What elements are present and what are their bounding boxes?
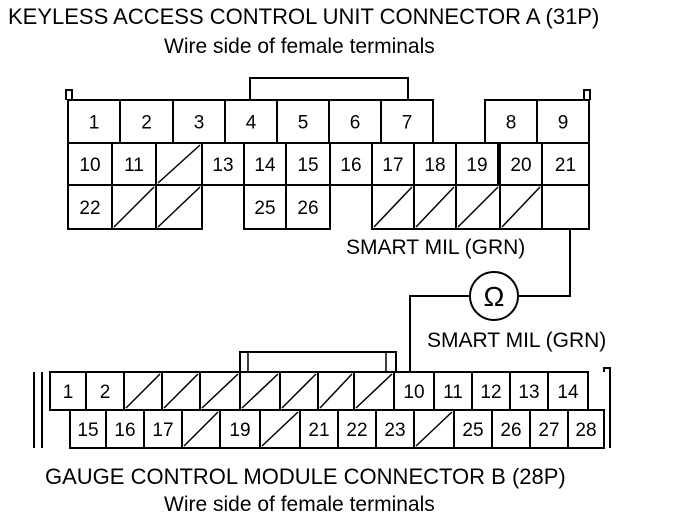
terminal-number: 2 xyxy=(100,382,111,403)
terminal-number: 26 xyxy=(297,198,318,219)
connector-outlines xyxy=(33,77,611,448)
terminal-cell xyxy=(155,184,203,230)
terminal-number: 7 xyxy=(402,113,413,134)
terminal-number: 1 xyxy=(89,113,100,134)
unused-terminal-slash xyxy=(501,186,541,228)
terminal-number: 14 xyxy=(254,155,276,176)
terminal-number: 27 xyxy=(538,420,559,441)
terminal-cell xyxy=(567,409,605,449)
connector-b-lock-tab xyxy=(239,351,397,372)
terminal-number: 17 xyxy=(382,155,403,176)
terminal-number: 1 xyxy=(63,382,74,403)
smart-mil-wire xyxy=(409,229,571,372)
wire-label-bottom: SMART MIL (GRN) xyxy=(427,329,607,352)
unused-terminal-slash xyxy=(163,373,199,409)
terminal-number: 17 xyxy=(152,420,173,441)
terminal-number: 21 xyxy=(308,420,329,441)
connector-b-right-wall xyxy=(603,367,611,448)
connector-b-subtitle: Wire side of female terminals xyxy=(164,493,435,516)
terminal-number: 4 xyxy=(246,113,257,134)
connector-a-subtitle: Wire side of female terminals xyxy=(164,35,435,58)
terminal-number: 5 xyxy=(298,113,309,134)
terminal-number: 11 xyxy=(124,155,144,176)
terminal-number: 22 xyxy=(346,420,367,441)
terminal-number: 25 xyxy=(462,420,483,441)
unused-terminal-slash xyxy=(241,373,279,409)
wire-segment xyxy=(518,229,571,297)
terminal-number: 15 xyxy=(297,155,318,176)
terminal-number: 22 xyxy=(79,198,100,219)
unused-terminal-slash xyxy=(157,144,201,184)
unused-terminal-slash xyxy=(373,186,413,228)
terminal-number: 15 xyxy=(77,420,98,441)
unused-terminal-slash xyxy=(355,373,393,409)
terminal-number: 19 xyxy=(229,420,250,441)
connector-a-left-tab xyxy=(65,89,73,100)
unused-terminal-slash xyxy=(457,186,499,228)
terminal-number: 25 xyxy=(254,198,275,219)
terminal-number: 13 xyxy=(518,382,539,403)
terminal-number: 14 xyxy=(557,382,579,403)
connector-a-right-tab xyxy=(583,89,591,100)
connector-a-lock-tab xyxy=(249,77,409,100)
terminal-number: 21 xyxy=(555,155,576,176)
terminal-number: 8 xyxy=(506,113,517,134)
connector-b-lock-notch xyxy=(240,351,249,372)
connector-b-title: GAUGE CONTROL MODULE CONNECTOR B (28P) xyxy=(45,464,566,489)
terminal-number: 9 xyxy=(558,113,569,134)
terminal-number: 13 xyxy=(212,155,233,176)
terminal-number: 16 xyxy=(114,420,135,441)
unused-terminal-slash xyxy=(113,186,155,228)
wire-segment xyxy=(409,295,470,372)
terminal-number: 28 xyxy=(575,420,596,441)
unused-terminal-slash xyxy=(261,411,299,447)
terminal-number: 12 xyxy=(480,382,501,403)
terminal-number: 10 xyxy=(79,155,100,176)
ohmmeter-symbol: Ω xyxy=(484,281,505,312)
unused-terminal-slash xyxy=(125,373,161,409)
unused-terminal-slash xyxy=(415,186,455,228)
terminal-cell xyxy=(285,184,331,230)
wire-label-top: SMART MIL (GRN) xyxy=(346,236,526,259)
terminal-number: 19 xyxy=(466,155,487,176)
unused-terminal-slash xyxy=(183,411,219,447)
terminal-number: 18 xyxy=(424,155,445,176)
terminal-number: 10 xyxy=(403,382,424,403)
terminal-number: 20 xyxy=(510,155,531,176)
terminal-number: 2 xyxy=(141,113,152,134)
terminal-number: 6 xyxy=(350,113,361,134)
unused-terminal-slash xyxy=(201,373,239,409)
unused-terminal-slash xyxy=(157,186,201,228)
terminal-number: 23 xyxy=(384,420,405,441)
terminal-number: 3 xyxy=(194,113,205,134)
terminal-cell xyxy=(541,184,590,230)
unused-terminal-slash xyxy=(281,373,317,409)
terminal-number: 16 xyxy=(340,155,361,176)
terminal-number: 11 xyxy=(443,382,463,403)
unused-terminal-slash xyxy=(415,411,453,447)
unused-terminal-slash xyxy=(319,373,353,409)
connector-a-title: KEYLESS ACCESS CONTROL UNIT CONNECTOR A … xyxy=(8,4,600,29)
ohmmeter-icon xyxy=(469,271,519,321)
terminal-number: 26 xyxy=(500,420,521,441)
